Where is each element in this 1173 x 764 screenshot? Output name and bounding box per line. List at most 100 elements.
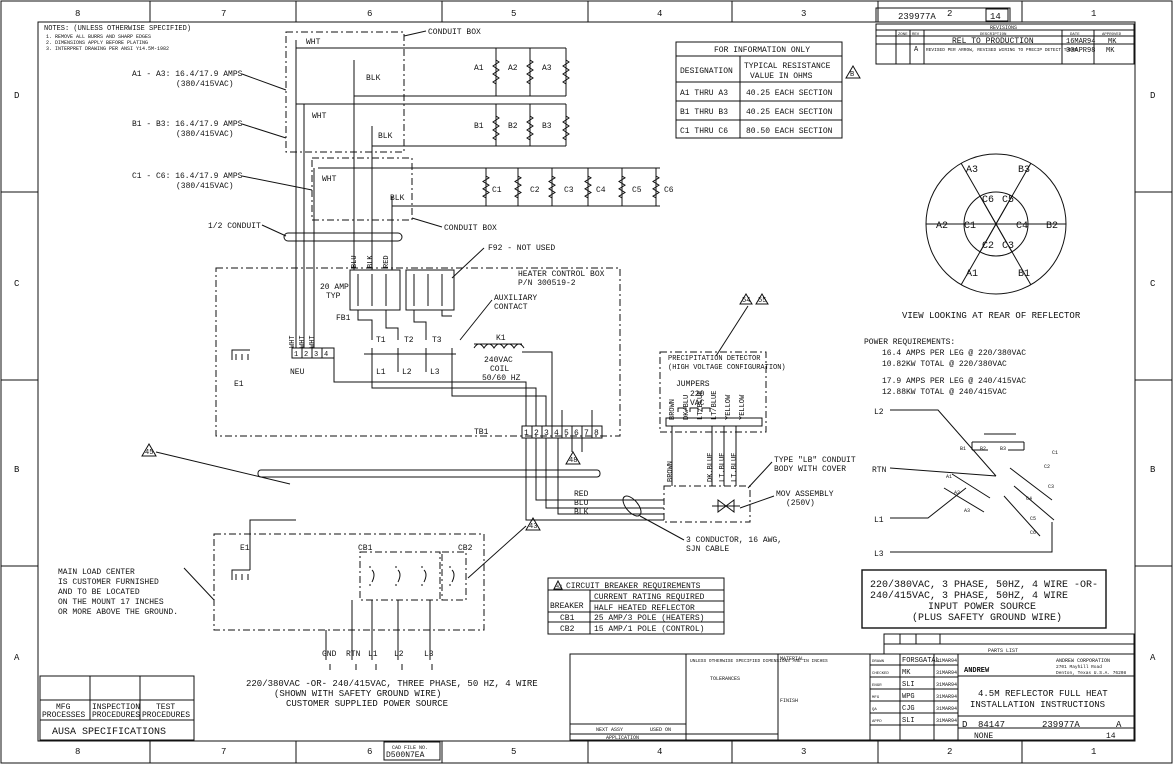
section-c-sub: (380/415VAC): [176, 182, 234, 191]
delta-c6: C6: [1030, 530, 1036, 536]
hcb-pn: P/N 300519-2: [518, 279, 576, 288]
notes-block: NOTES: (UNLESS OTHERWISE SPECIFIED) 1. R…: [44, 25, 191, 52]
neu-label: NEU: [290, 368, 305, 377]
ips-line4: (PLUS SAFETY GROUND WIRE): [912, 612, 1062, 624]
supply-l3: L3: [424, 650, 434, 659]
tb1-num-8: 8: [594, 429, 599, 438]
tb-parts-list: PARTS LIST: [988, 648, 1018, 654]
zone-top-4: 4: [657, 9, 662, 19]
zone-bottom-2: 6: [367, 747, 372, 757]
blu-label: BLU: [351, 255, 359, 268]
heater-c1: C1: [492, 186, 502, 195]
t3: T3: [432, 336, 442, 345]
delta-a1: A1: [946, 474, 952, 480]
rev-col-date: DATE: [1070, 33, 1080, 37]
ips-line3: INPUT POWER SOURCE: [928, 602, 1036, 613]
tb-scale: NONE: [974, 732, 993, 741]
revisions-block: 239977A 14 REVISIONS ZONE REV DESCRIPTIO…: [875, 7, 1135, 65]
precip-term-5: YELLOW: [739, 394, 747, 420]
precip-term-3: LT/BLUE: [711, 391, 719, 420]
heater-c3: C3: [564, 186, 574, 195]
cb-row2-breaker: CB2: [560, 625, 575, 634]
delta-b2: B2: [980, 446, 986, 452]
supply-line3: CUSTOMER SUPPLIED POWER SOURCE: [286, 699, 448, 709]
refl-a3: A3: [966, 165, 978, 176]
rev-r2-appr: MK: [1106, 47, 1115, 55]
cb-h1: BREAKER: [550, 602, 584, 611]
sign-role-2: ENGR: [872, 684, 882, 688]
flag-54: 54: [742, 297, 750, 305]
k1-label: K1: [496, 334, 506, 343]
bb-mfg2: PROCESSES: [42, 711, 85, 720]
l2: L2: [402, 368, 412, 377]
supply-gnd: GND: [322, 650, 337, 659]
red-label: RED: [383, 255, 391, 268]
tb-cage: 84147: [978, 720, 1005, 730]
section-b-sub: (380/415VAC): [176, 130, 234, 139]
zone-bottom-1: 7: [221, 747, 226, 757]
wht-label-2: WHT: [312, 112, 327, 121]
lc-note-2: AND TO BE LOCATED: [58, 588, 140, 597]
half-conduit-label: 1/2 CONDUIT: [208, 222, 261, 231]
neutral-terminal: 1 2 3 4 NEU WHT WHT WHT: [289, 335, 335, 377]
zone-bottom-3: 5: [511, 747, 516, 757]
sign-role-5: APPD: [872, 720, 882, 724]
cb-h3: HALF HEATED REFLECTOR: [594, 604, 695, 613]
delta-l1: L1: [874, 516, 884, 525]
precip-term-1: DK/BLU: [683, 395, 691, 420]
cb-title: CIRCUIT BREAKER REQUIREMENTS: [566, 582, 701, 591]
conduit-box-label-bottom: CONDUIT BOX: [444, 224, 497, 233]
flag-48: 48: [569, 457, 577, 465]
tb1-num-1: 1: [524, 429, 529, 438]
heater-b2: B2: [508, 122, 518, 131]
refl-b3: B3: [1018, 165, 1030, 176]
delta-c1: C1: [1052, 450, 1058, 456]
precip-term-0: BROWN: [669, 399, 677, 420]
cable-line2: SJN CABLE: [686, 545, 729, 554]
precip-term-2: LT/BLUE: [697, 391, 705, 420]
res-r3-des: C1 THRU C6: [680, 127, 728, 136]
refl-c5: C5: [1002, 195, 1014, 206]
cb-row1-breaker: CB1: [560, 614, 575, 623]
title-block: PARTS LIST UNLESS OTHERWISE SPECIFIED DI…: [569, 633, 1135, 741]
bb-ausa: AUSA SPECIFICATIONS: [52, 727, 166, 738]
note-line-1: 1. REMOVE ALL BURRS AND SHARP EDGES: [46, 34, 151, 40]
lc-note-1: IS CUSTOMER FURNISHED: [58, 578, 159, 587]
precip-out-2: LT.BLUE: [719, 453, 727, 482]
delta-b1: B1: [960, 446, 966, 452]
tb-company1: ANDREW CORPORATION: [1056, 658, 1110, 664]
tb-title1: 4.5M REFLECTOR FULL HEAT: [978, 689, 1108, 699]
blk-label-v: BLK: [367, 255, 375, 268]
refl-b2: B2: [1046, 221, 1058, 232]
reflector-view: A3 B3 B2 B1 A1 A2 C6 C5 C4 C3 C2 C1 VIEW…: [902, 153, 1081, 321]
zone-bottom-4: 4: [657, 747, 662, 757]
feeder-wires: [295, 40, 393, 348]
bb-test2: PROCEDURES: [142, 711, 190, 720]
tb-size: D: [962, 720, 967, 730]
zone-bottom-7: 1: [1091, 747, 1096, 757]
zone-right-3: A: [1150, 653, 1156, 663]
wht-label-1: WHT: [306, 38, 321, 47]
heater-bus-c: C1 C2 C3 C4 C5 C6: [318, 167, 674, 207]
tb-rev: A: [1116, 720, 1122, 730]
cb-row1-rating: 25 AMP/3 POLE (HEATERS): [594, 614, 704, 623]
bb-insp2: PROCEDURES: [92, 711, 140, 720]
section-labels: A1 - A3: 16.4/17.9 AMPS (380/415VAC) B1 …: [132, 70, 313, 191]
sign-name-5: SLI: [902, 717, 915, 725]
zone-left-2: B: [14, 465, 20, 475]
refl-c1: C1: [964, 221, 976, 232]
supply-l1: L1: [368, 650, 378, 659]
res-h2a: TYPICAL RESISTANCE: [744, 62, 831, 71]
tb-title2: INSTALLATION INSTRUCTIONS: [970, 700, 1105, 710]
sign-date-2: 31MAR94: [936, 682, 957, 688]
cb-flag: 43: [556, 584, 562, 590]
cb-requirements-table: 43 CIRCUIT BREAKER REQUIREMENTS BREAKER …: [547, 577, 725, 635]
signal-cable: RED BLU BLK 3 CONDUCTOR, 16 AWG, SJN CAB…: [525, 438, 782, 554]
zone-bottom-6: 2: [947, 747, 952, 757]
tb-material: MATERIAL: [780, 656, 804, 662]
tb1-num-7: 7: [584, 429, 589, 438]
fuse-typ: TYP: [326, 292, 341, 301]
blk-label-1: BLK: [366, 74, 381, 83]
t1: T1: [376, 336, 386, 345]
